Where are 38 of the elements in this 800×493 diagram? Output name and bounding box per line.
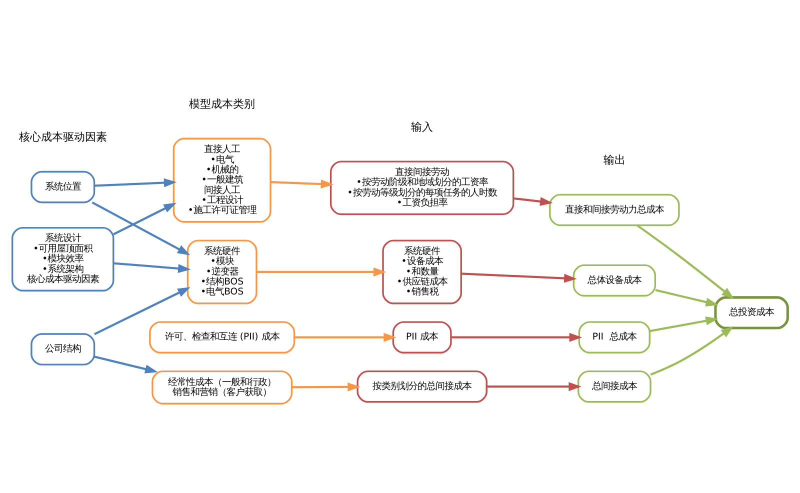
label: 核心成本驱动因素: [18, 130, 107, 144]
node-box: 许可、检查和互连 (PII) 成本: [149, 321, 296, 354]
node-box: 系统设计 •可用屋顶面积 •模块效率 •系统架构 核心成本驱动因素: [11, 226, 114, 292]
node-box: 公司结构: [30, 333, 96, 366]
node-box: PII 成本: [392, 321, 452, 354]
arrow: [94, 287, 190, 336]
node-box: 直接和间接劳动力总成本: [549, 194, 680, 226]
node-box: PII 总成本: [578, 321, 651, 354]
label: 输出: [603, 154, 626, 167]
arrow: [256, 268, 386, 276]
node-box: 直接间接劳动 •按劳动阶级和地域划分的工资率 •按劳动等级划分的每项任务的人时数 •工资负担率: [330, 160, 514, 216]
arrow: [270, 180, 334, 188]
arrow: [461, 272, 577, 283]
node-box: 系统硬件 •设备成本 •和数量 •供应链成本 •销售税: [382, 240, 462, 304]
arrow: [94, 178, 177, 188]
arrow: [486, 382, 582, 392]
arrow: [513, 197, 553, 206]
node-box: 系统位置: [30, 170, 96, 204]
arrow: [650, 326, 734, 376]
node-box: 直接人工 •电气 •机械的 •一般建筑 间接人工 •工程设计 •施工许可证管理: [172, 138, 272, 223]
arrow: [655, 289, 719, 306]
arrow: [294, 332, 396, 342]
arrow: [94, 356, 158, 374]
arrow: [650, 316, 718, 332]
node-box: 总间接成本: [577, 370, 652, 403]
label: 输入: [411, 120, 434, 134]
node-box: 经常性成本（一般和行政） 销售和营销（客户获取）: [152, 370, 293, 404]
arrow: [92, 202, 190, 256]
arrow: [636, 224, 734, 300]
label: 模型成本类别: [189, 98, 256, 111]
arrow: [451, 332, 582, 342]
arrow: [113, 262, 191, 273]
node-box: 系统硬件 •模块 •逆变器 •结构BOS •电气BOS: [186, 240, 258, 304]
node-box: 总体设备成本: [572, 264, 656, 297]
arrow: [113, 202, 176, 236]
node-box: 总投资成本: [714, 296, 789, 330]
arrow: [292, 382, 360, 392]
node-box: 按类别划分的总间接成本: [356, 370, 488, 403]
